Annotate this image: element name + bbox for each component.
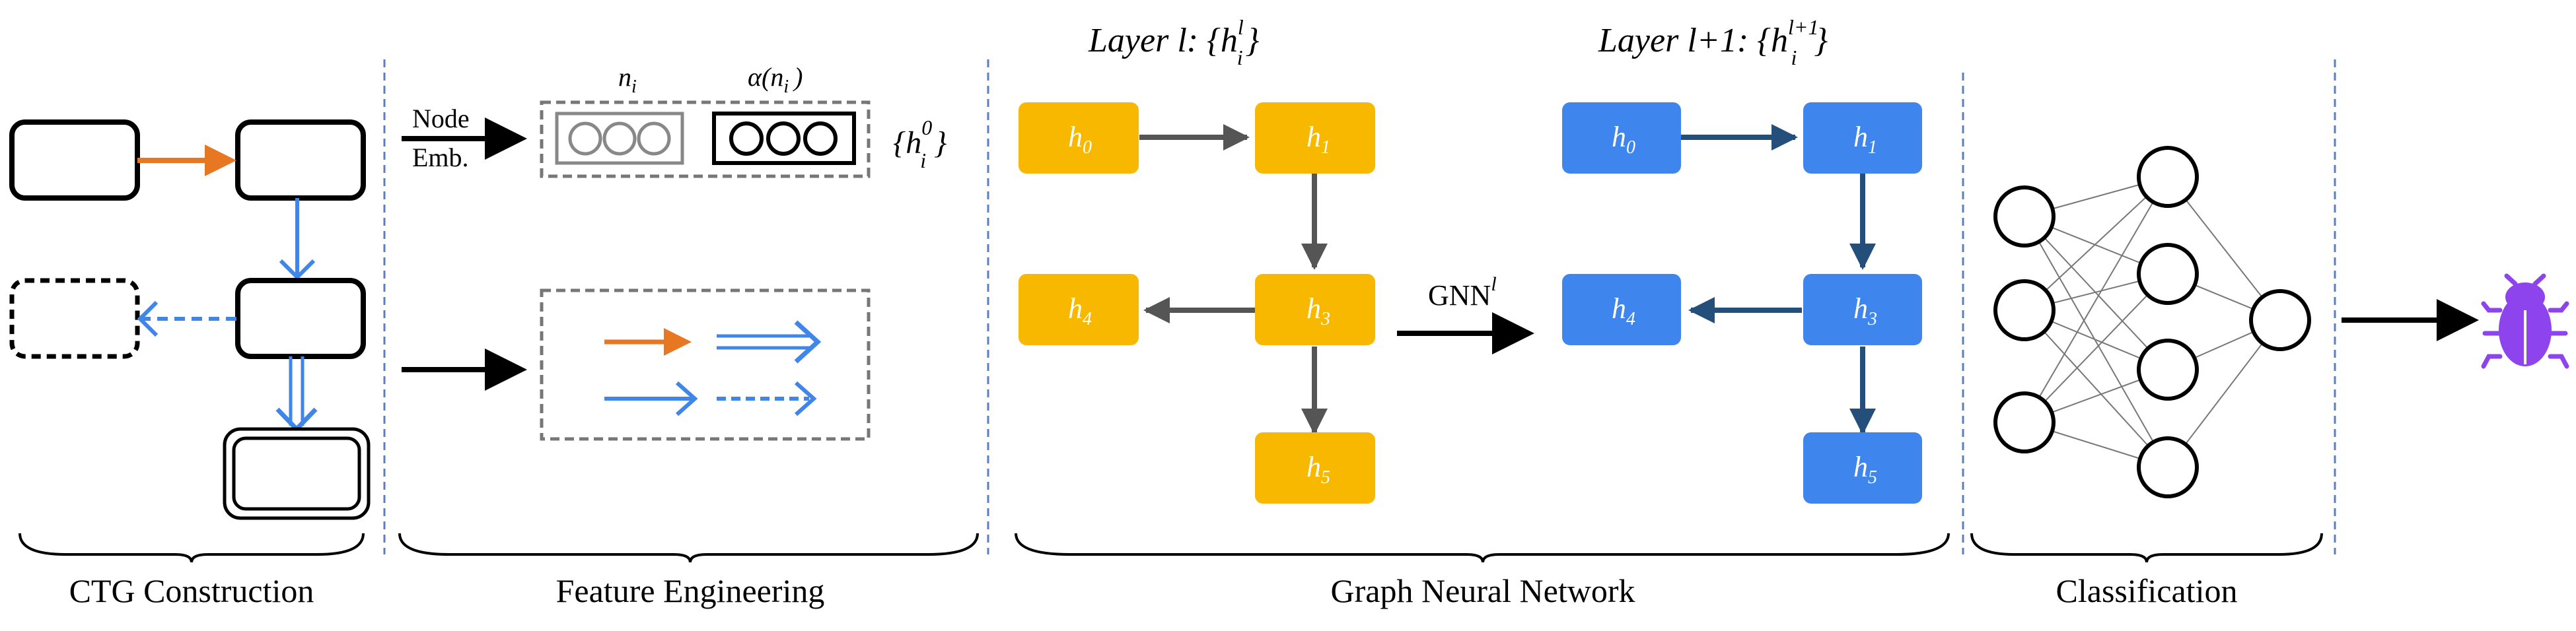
- blue-double-sample: [717, 320, 822, 364]
- nn-neuron-1-2: [2137, 339, 2199, 401]
- layer-l1-h0-label: h0: [1612, 121, 1635, 158]
- node-emb-label-1: Node: [412, 104, 470, 133]
- ni-vector-box: [555, 112, 684, 165]
- layer-l1-node-h0: [1562, 102, 1681, 174]
- section-separators: [383, 59, 2336, 554]
- layer-l-h3-label: h3: [1306, 292, 1330, 329]
- nn-edge-0-0-2: [2024, 216, 2168, 370]
- ni-label: ni: [618, 62, 637, 97]
- ctg-node-c: [235, 278, 366, 359]
- layer-l1-node-h5: [1803, 432, 1922, 504]
- nn-neuron-1-3: [2137, 436, 2199, 498]
- label-feature-engineering: Feature Engineering: [556, 572, 825, 609]
- nn-neuron-0-1: [1993, 279, 2056, 341]
- ctg-node-d-inner: [232, 436, 361, 511]
- layer-l1-node-h4: [1562, 274, 1681, 345]
- layer-l-h4-label: h4: [1068, 292, 1092, 329]
- embedding-dashed-box: [540, 100, 871, 178]
- nn-edge-0-0-3: [2024, 216, 2168, 468]
- blue-edge-down: [279, 198, 316, 281]
- brace-gnn: [1015, 533, 1950, 563]
- layer-l1-graph: h0 h1 h3 h4 h5: [1562, 102, 1922, 504]
- label-graph-neural-network: Graph Neural Network: [1331, 572, 1635, 609]
- bug-icon: [2481, 273, 2569, 369]
- layer-l1-h5-label: h5: [1853, 451, 1877, 488]
- layer-l-h0-label: h0: [1068, 121, 1092, 158]
- ctg-node-a: [9, 119, 140, 201]
- layer-l-node-h1: [1255, 102, 1375, 174]
- layer-l-node-h4: [1019, 274, 1139, 345]
- blue-dashed-edge: [137, 300, 236, 337]
- node-emb-label-2: Emb.: [412, 143, 469, 172]
- brace-feature: [398, 533, 979, 563]
- edge-dashed-box: [540, 288, 871, 441]
- layer-l-h5-label: h5: [1306, 451, 1330, 488]
- section-braces: [18, 533, 2323, 563]
- layer-l-h1-label: h1: [1306, 121, 1330, 158]
- layer-l1-h4-label: h4: [1612, 292, 1635, 329]
- ni-circle-2: [602, 121, 637, 156]
- nn-edge-0-2-0: [2024, 176, 2168, 423]
- nn-neuron-1-1: [2137, 243, 2199, 305]
- nn-neuron-0-2: [1993, 391, 2056, 453]
- layer-l1-node-h3: [1803, 274, 1922, 345]
- alpha-circle-2: [766, 121, 801, 156]
- alpha-circle-1: [729, 121, 764, 156]
- blue-double-edge: [275, 356, 318, 433]
- blue-solid-sample: [604, 381, 698, 416]
- layer-l-node-h3: [1255, 274, 1375, 345]
- nn-neuron-0-0: [1993, 185, 2056, 248]
- layer-l1-h3-label: h3: [1853, 292, 1877, 329]
- ctg-node-dashed: [9, 278, 140, 359]
- label-classification: Classification: [2056, 572, 2238, 609]
- ni-circle-3: [637, 121, 671, 156]
- layer-l1-h1-label: h1: [1853, 121, 1877, 158]
- brace-ctg: [18, 533, 365, 563]
- nn-neuron-1-0: [2137, 146, 2199, 208]
- label-ctg-construction: CTG Construction: [69, 572, 314, 609]
- alpha-circle-3: [803, 121, 838, 156]
- nn-nodes: [1993, 146, 2311, 498]
- layer-l-graph: h0 h1 h3 h4 h5: [1019, 102, 1375, 504]
- layer-l1-node-h1: [1803, 102, 1922, 174]
- nn-edge-0-1-3: [2024, 310, 2168, 468]
- nn-edge-0-1-0: [2024, 176, 2168, 311]
- nn-edge-0-2-1: [2024, 273, 2168, 423]
- ctg-section: [9, 119, 371, 520]
- alpha-label: α(ni): [748, 62, 803, 97]
- nn-edges: [2024, 176, 2281, 468]
- layer-l-node-h5: [1255, 432, 1375, 504]
- nn-neuron-2-0: [2249, 289, 2311, 351]
- layer-l-node-h0: [1019, 102, 1139, 174]
- gnn-op-label: GNNl: [1428, 273, 1497, 312]
- ni-circle-1: [568, 121, 602, 156]
- classification-section: [1993, 146, 2569, 498]
- brace-classification: [1970, 533, 2323, 563]
- ctg-node-b: [235, 119, 366, 201]
- blue-dashed-sample: [717, 381, 817, 416]
